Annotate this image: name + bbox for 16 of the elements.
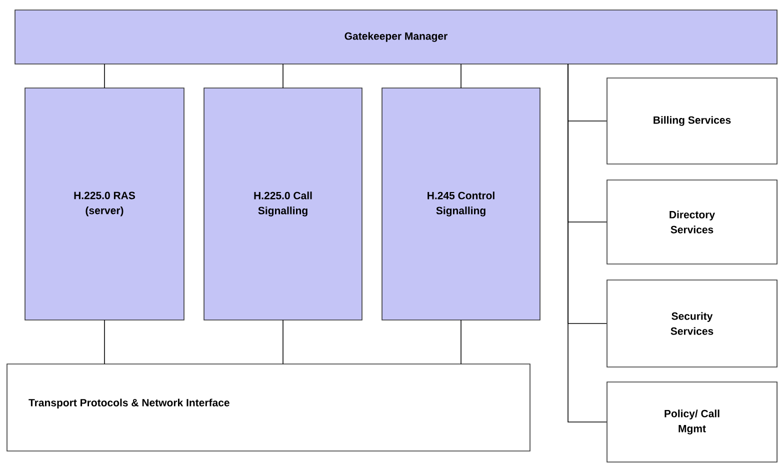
- transport-box: Transport Protocols & Network Interface: [6, 364, 530, 452]
- connector-line: [104, 64, 105, 88]
- connector-line: [104, 320, 105, 364]
- manager-band: Gatekeeper Manager: [14, 10, 778, 64]
- protocol-box: H.225.0 RAS (server): [24, 88, 184, 320]
- protocol-box: H.245 Control Signalling: [382, 88, 540, 320]
- connector-line: [568, 64, 607, 422]
- connector-line: [282, 64, 284, 88]
- service-box: Policy/ Call Mgmt: [606, 382, 778, 462]
- service-box: Security Services: [606, 280, 778, 368]
- connector-line: [282, 320, 284, 364]
- protocol-box: H.225.0 Call Signalling: [204, 88, 362, 320]
- service-box: Directory Services: [606, 180, 778, 264]
- service-box: Billing Services: [606, 78, 778, 164]
- connector-line: [460, 64, 462, 88]
- connector-line: [460, 320, 462, 364]
